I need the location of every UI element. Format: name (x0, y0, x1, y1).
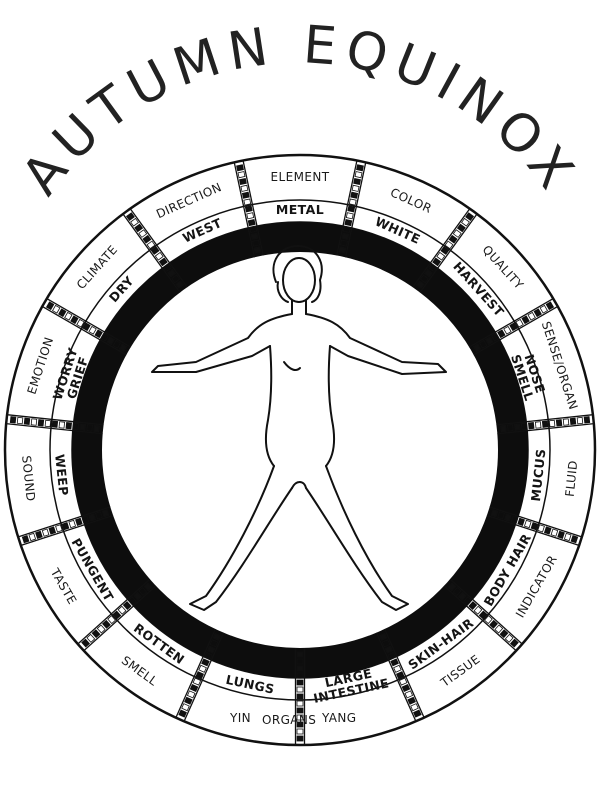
segment-value: METAL (276, 202, 324, 217)
segment-label: COLOR (388, 185, 434, 216)
segment-label: TISSUE (437, 652, 482, 690)
segment-divider (78, 578, 157, 651)
segment-label: FLUID (563, 460, 581, 498)
segment-value: MUCUS (528, 448, 548, 502)
segment-divider (336, 161, 367, 258)
yang-label: YANG (321, 711, 356, 725)
segment-divider (18, 506, 114, 546)
segment-dividers (7, 161, 593, 744)
segment-divider (233, 161, 264, 258)
segment-label: SMELL (119, 653, 160, 688)
segment-value: WEEP (52, 454, 71, 497)
yin-label: YIN (229, 711, 251, 725)
segment-divider (412, 209, 477, 293)
center-disc (105, 255, 495, 645)
segment-divider (42, 298, 132, 356)
segment-label: QUALITY (480, 243, 527, 293)
segment-divider (175, 628, 225, 721)
segment-divider (468, 298, 558, 356)
human-figure (151, 245, 447, 611)
segment-divider (123, 209, 188, 293)
segment-label: ELEMENT (271, 170, 330, 184)
organs-label: ORGANS (262, 713, 316, 727)
black-band (72, 222, 528, 678)
segment-divider (375, 628, 425, 721)
segment-label: EMOTION (25, 335, 57, 396)
segment-label: TASTE (47, 565, 79, 607)
segment-label: SOUND (19, 455, 38, 502)
segment-divider (496, 414, 593, 435)
segment-divider (486, 506, 582, 546)
segment-divider (7, 414, 104, 435)
segment-divider (294, 648, 306, 744)
segment-divider (443, 578, 522, 651)
